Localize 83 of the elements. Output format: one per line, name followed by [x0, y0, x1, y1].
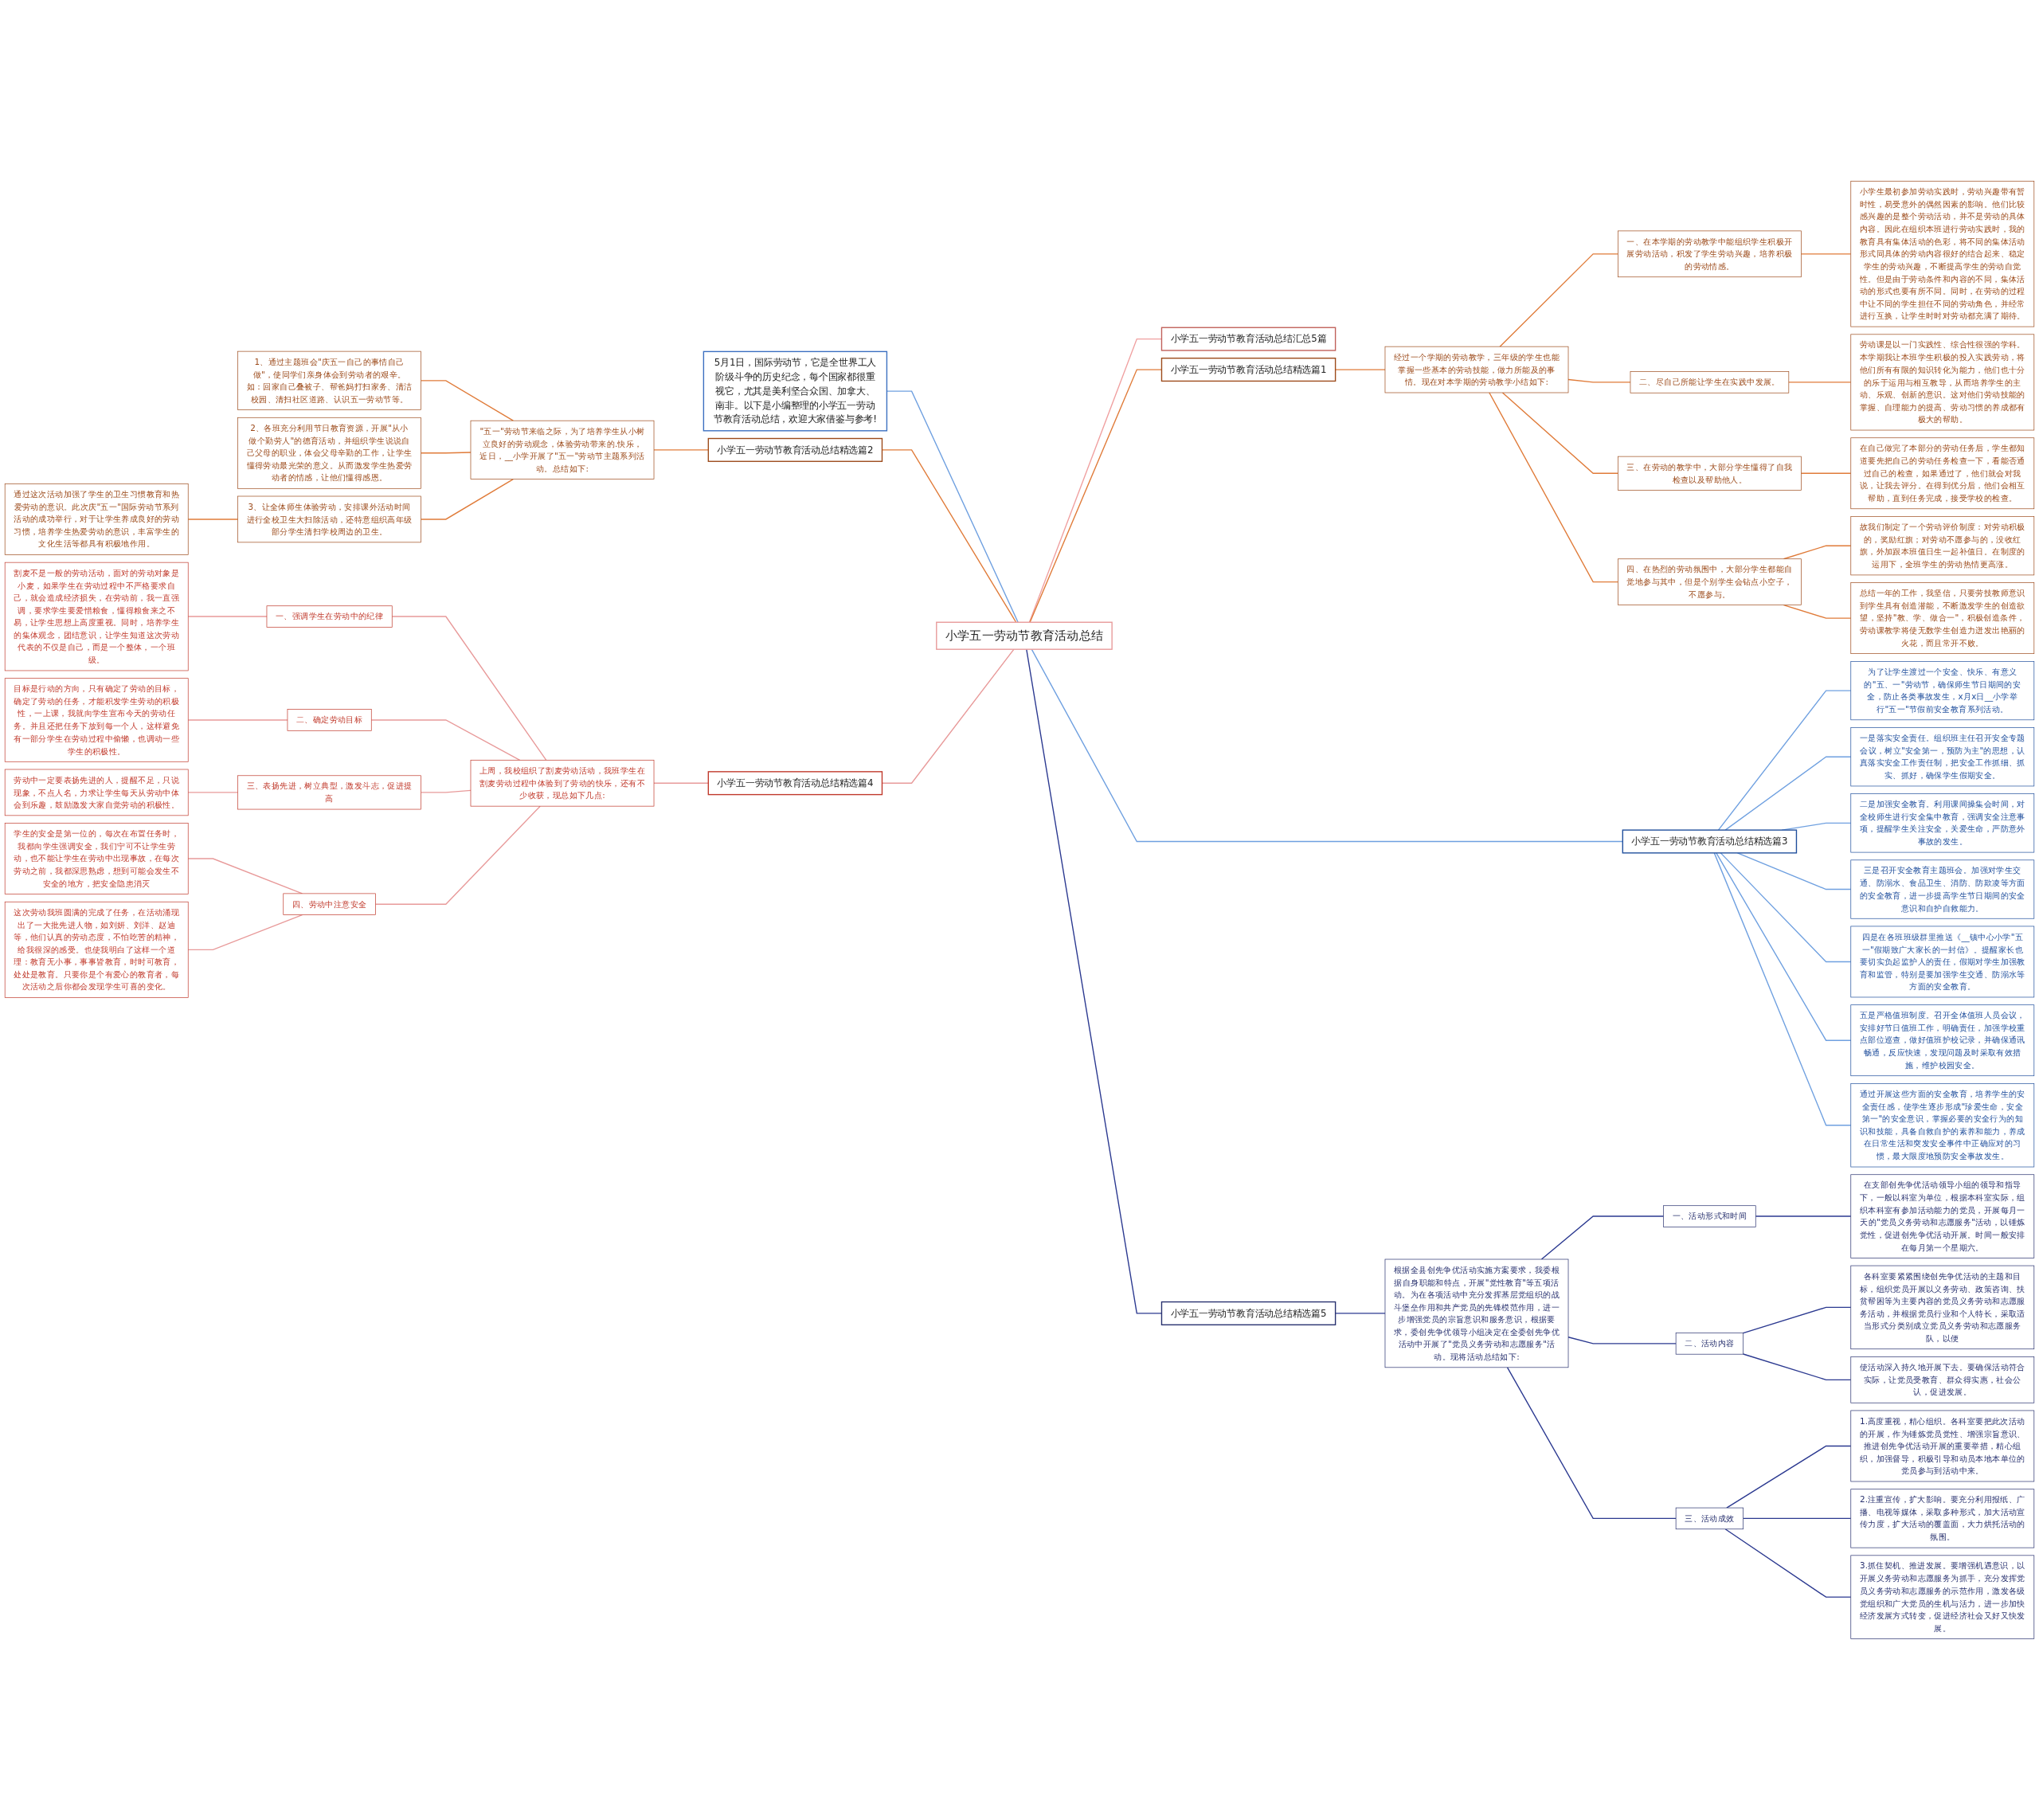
node-box: 小学五一劳动节教育活动总结精选篇4 [707, 771, 883, 796]
node-box: 割麦不是一般的劳动活动，面对的劳动对象是小麦，如果学生在劳动过程中不严格要求自己，就会造成经济损失，在劳动前，我一直强调，要求学生要爱惜粮食，懂得粮食来之不易，让学生思想上高度重视。同时，培养学生的集体观念，团结意识，让学生知道这次劳动代表的不仅是自己，而是一个整体，一个班级。 [4, 562, 189, 671]
connector [1742, 1306, 1852, 1334]
node-box: 总结一年的工作，我坚信，只要劳技教师意识到学生具有创造潜能，不断激发学生的创造欲望，坚持"教、学、做合一"，积极创造条件，劳动课教学将使无数学生创造力迸发出艳丽的火花，而且常开不败。 [1850, 582, 2035, 654]
node-box: 四是在各班班级群里推送《__镇中心小学"五一"假期致广大家长的一封信》。提醒家长也要切实负起监护人的责任，假期对学生加强教育和监管，特别是要加强学生交通、防溺水等方面的安全教育。 [1850, 926, 2035, 998]
connector [1742, 1353, 1852, 1380]
connector [1717, 690, 1852, 831]
node-box: 学生的安全是第一位的，每次在布置任务时，我都向学生强调安全，我们宁可不让学生劳动，也不能让学生在劳动中出现事故，在每次劳动之前，我都深思熟虑，想到可能会发生不安全的地方，把安全隐患消灭 [4, 823, 189, 894]
connector [1742, 1517, 1852, 1520]
node-box: 三是召开安全教育主题班会。加强对学生交通、防溺水、食品卫生、消防、防欺凌等方面的安全教育，进一步提高学生节日期间的安全意识和自护自救能力。 [1850, 859, 2035, 919]
connector [420, 478, 514, 520]
connector [391, 616, 547, 761]
connector [1567, 378, 1631, 383]
node-box: 小学五一劳动节教育活动总结精选篇5 [1160, 1301, 1337, 1325]
node-box: 5月1日，国际劳动节，它是全世界工人阶级斗争的历史纪念，每个国家都很重视它，尤其是美利坚合众国、加拿大、南非。以下是小编整理的小学五一劳动节教育活动总结，欢迎大家借鉴与参考! [702, 350, 888, 432]
node-box: 一、在本学期的劳动教学中能组织学生积极开展劳动活动，积发了学生劳动兴趣，培养积极的劳动情感。 [1618, 230, 1802, 278]
node-box: 故我们制定了一个劳动评价制度：对劳动积极的，奖励红旗；对劳动不愿参与的，没收红旗，外加跟本班值日生一起补值日。在制度的运用下，全班学生的劳动热情更高涨。 [1850, 516, 2035, 576]
node-box: 二、活动内容 [1675, 1333, 1744, 1355]
node-box: 一、活动形式和时间 [1663, 1205, 1756, 1227]
node-box: 三、表扬先进，树立典型，激发斗志，促进提高 [237, 775, 421, 810]
node-box: 三、在劳动的教学中，大部分学生懂得了自我检查以及帮助他人。 [1618, 456, 1802, 491]
node-box: 2.注重宣传，扩大影响。要充分利用报纸、广播、电视等媒体，采取多种形式，加大活动宣传力度，扩大活动的覆盖面，大力烘托活动的氛围。 [1850, 1489, 2035, 1548]
node-box: 通过这次活动加强了学生的卫生习惯教育和热爱劳动的意识。此次庆"五一"国际劳动节系列活动的成功举行，对于让学生养成良好的劳动习惯，培养学生热爱劳动的意识，丰富学生的文化生活等都具有积极地作用。 [4, 483, 189, 555]
node-box: 为了让学生渡过一个安全、快乐、有意义的"五、一"劳动节，确保师生节日期间的安全，防止各类事故发生，x月x日__小学举行"五一"节假前安全教育系列活动。 [1850, 661, 2035, 721]
node-box: 目标是行动的方向，只有确定了劳动的目标，确定了劳动的任务，才能积发学生劳动的积极性，一上课，我就向学生宣布今天的劳动任务。并且还把任务下放到每一个人，这样避免有一部分学生在劳动过程中偷懒，也调动一些学生的积极性。 [4, 678, 189, 762]
connector [1755, 1215, 1852, 1217]
connector [1506, 1367, 1677, 1520]
node-box: 劳动课是以一门实践性、综合性很强的学科。本学期我让本班学生积极的投入实践劳动，将他们所有有限的知识转化为能力，他们也十分的乐于运用与相互教导，从而培养学生的主动、乐观、创新的意识。这对他们劳动技能的掌握、自理能力的提高、劳动习惯的养成都有极大的帮助。 [1850, 334, 2035, 431]
node-box: 二是加强安全教育。利用课间操集会时间，对全校师生进行安全集中教育，强调安全注意事项，提醒学生关注安全，关爱生命，严防意外事故的发生。 [1850, 793, 2035, 853]
connector [187, 719, 288, 721]
connector [1489, 392, 1619, 583]
connector [1800, 472, 1852, 474]
node-box: 小学五一劳动节教育活动总结 [936, 621, 1113, 650]
connector [1501, 392, 1619, 474]
connector [1567, 1337, 1677, 1344]
node-box: 劳动中一定要表扬先进的人，提醒不足，只说现象，不点人名，力求让学生每天从劳动中体会到乐趣，鼓励激发大家自觉劳动的积极性。 [4, 769, 189, 816]
node-box: 经过一个学期的劳动教学，三年级的学生也能掌握一些基本的劳动技能，做力所能及的事情。现在对本学期的劳动教学小结如下: [1384, 346, 1569, 393]
node-box: 小学五一劳动节教育活动总结精选篇2 [707, 437, 883, 462]
node-box: 五是严格值班制度。召开全体值班人员会议，安排好节日值班工作，明确责任，加强学校重点部位巡查，做好值班护校记录，并确保通讯畅通，反应快速，发现问题及时采取有效措施，维护校园安全。 [1850, 1004, 2035, 1077]
node-box: 这次劳动我班圆满的完成了任务，在活动涌现出了一大批先进人物，如刘妍、刘洋、赵迪等，他们认真的劳动态度，不怕吃苦的精神，给我很深的感受。也使我明白了这样一个道理：教育无小事，事事皆教育，时时可教育，处处是教育。只要你是个有爱心的教育者，每次活动之后你都会发现学生可喜的变化。 [4, 901, 189, 998]
connector [1726, 1445, 1852, 1509]
node-box: 四、劳动中注意安全 [283, 893, 376, 915]
node-box: 一、强调学生在劳动中的纪律 [266, 605, 393, 628]
node-box: 小学五一劳动节教育活动总结精选篇3 [1622, 829, 1798, 854]
node-box: 上周，我校组织了割麦劳动活动，我班学生在割麦劳动过程中体验到了劳动的快乐，还有不少收获，现总如下几点: [470, 759, 655, 807]
node-box: 3.抓住契机、推进发展。要增强机遇意识，以开展义务劳动和志愿服务为抓手，充分发挥党员义务劳动和志愿服务的示范作用，激发各级党组织和广大党员的生机与活力，进一步加快经济发展方式转变，促进经济社会又好又快发展。 [1850, 1555, 2035, 1639]
connector [187, 792, 239, 793]
connector [374, 805, 541, 905]
connector [1720, 852, 1852, 963]
connector [1713, 852, 1852, 1126]
node-box: 二、确定劳动目标 [287, 709, 372, 731]
connector [1724, 756, 1852, 831]
node-box: 在支部创先争优活动领导小组的领导和指导下，一般以科室为单位，根据本科室实际，组织本科室有参加活动能力的党员，开展每月一天的"党员义务劳动和志愿服务"活动，以锤炼党性，促进创先争优活动开展。时间一般安排在每月第一个星期六。 [1850, 1174, 2035, 1258]
node-box: 小学生最初参加劳动实践时，劳动兴趣带有暂时性，易受意外的偶然因素的影响。他们比较感兴趣的是整个劳动活动，并不是劳动的具体内容。因此在组织本班进行劳动实践时，我的教育具有集体活动的色彩，将不同的集体活动形式同具体的劳动内容很好的结合起来、稳定学生的劳动兴趣，不断提高学生的劳动自觉性。但是由于劳动条件和内容的不同，集体活动的形式也要有所不同。同时，在劳动的过程中让不同的学生担任不同的劳动角色，并经常进行互换，让学生时时对劳动都充满了期待。 [1850, 181, 2035, 327]
node-box: 小学五一劳动节教育活动总结精选篇1 [1160, 358, 1337, 382]
node-box: 一是落实安全责任。组织班主任召开安全专题会议，树立"安全第一，预防为主"的思想，认真落实安全工作责任制，把安全工作抓细、抓实、抓好，确保学生假期安全。 [1850, 727, 2035, 787]
connector [1540, 1215, 1665, 1260]
connector [1800, 253, 1852, 255]
node-box: 三、活动成效 [1675, 1507, 1744, 1530]
connector [370, 719, 521, 761]
connector [420, 452, 472, 454]
connector [187, 914, 303, 951]
node-box: 1.高度重视，精心组织。各科室要把此次活动的开展，作为锤炼党员党性、增强宗旨意识、推进创先争优活动开展的重要举措，精心组织，加强督导，积极引导和动员本地本单位的党员参与到活动中来。 [1850, 1410, 2035, 1482]
connector [187, 519, 239, 520]
connector [420, 789, 472, 793]
node-box: 1、通过主题班会"庆五一自己的事情自己做"，使同学们亲身体会到劳动者的艰辛。如：回家自己叠被子、帮爸妈打扫家务、清洁校园、清扫社区道路、认识五一劳动节等。 [237, 350, 421, 410]
node-box: 使活动深入持久地开展下去。要确保活动符合实际，让党员受教育、群众得实惠，社会公认，促进发展。 [1850, 1356, 2035, 1403]
connector [1716, 852, 1852, 1041]
node-box: 根据全县创先争优活动实施方案要求，我委根据自身职能和特点，开展"党性教育"等五项活动。为在各项活动中充分发挥基层党组织的战斗堡垒作用和共产党员的先锋模范作用，进一步增强党员的宗旨意识和服务意识，根据要求，委创先争优领导小组决定在全委创先争优活动中开展了"党员义务劳动和志愿服务"活动。现将活动总结如下: [1384, 1258, 1569, 1368]
node-box: 小学五一劳动节教育活动总结汇总5篇 [1160, 327, 1337, 351]
node-box: 3、让全体师生体验劳动，安排课外活动时间进行全校卫生大扫除活动，还特意组织高年级部分学生清扫学校周边的卫生。 [237, 495, 421, 543]
connector [1788, 382, 1852, 383]
connector [187, 616, 268, 617]
node-box: "五一"劳动节来临之际，为了培养学生从小树立良好的劳动观念，体验劳动带来的.快乐，近日，__小学开展了"五一"劳动节主题系列活动。总结如下: [470, 420, 655, 479]
node-box: 通过开展这些方面的安全教育，培养学生的安全责任感，使学生逐步形成"珍爱生命，安全第一"的安全意识，掌握必要的安全行为的知识和技能，具备自救自护的素养和能力，养成在日常生活和突发安全事件中正确应对的习惯，最大限度地预防安全事故发生。 [1850, 1083, 2035, 1168]
node-box: 2、各班充分利用节日教育资源，开展"从小做个勤劳人"的德育活动，并组织学生说说自己父母的职业，体会父母辛勤的工作，让学生懂得劳动最光荣的意义。从而激发学生热爱劳动者的情感，让他们懂得感恩。 [237, 417, 421, 489]
connector [420, 380, 514, 421]
node-box: 在自己做完了本部分的劳动任务后，学生都知道要先把自己的劳动任务检查一下，看能否通过自己的检查，如果通过了，他们就会对我说，让我去评分。在得到优分后，他们会相互帮助，直到任务完成，接受学校的检查。 [1850, 437, 2035, 510]
node-box: 四、在热烈的劳动氛围中，大部分学生都能自觉地参与其中，但是个别学生会钻点小空子，不愿参与。 [1618, 558, 1802, 605]
node-box: 二、尽自己所能让学生在实践中发展。 [1630, 371, 1790, 393]
connector [1724, 1528, 1852, 1598]
node-box: 各科室要紧紧围绕创先争优活动的主题和目标，组织党员开展以义务劳动、政策咨询、扶贫帮困等为主要内容的党员义务劳动和志愿服务活动，并根据党员行业和个人特长，采取适当形式分类别成立党员义务劳动和志愿服务队，以便 [1850, 1265, 2035, 1350]
connector [1499, 253, 1619, 347]
